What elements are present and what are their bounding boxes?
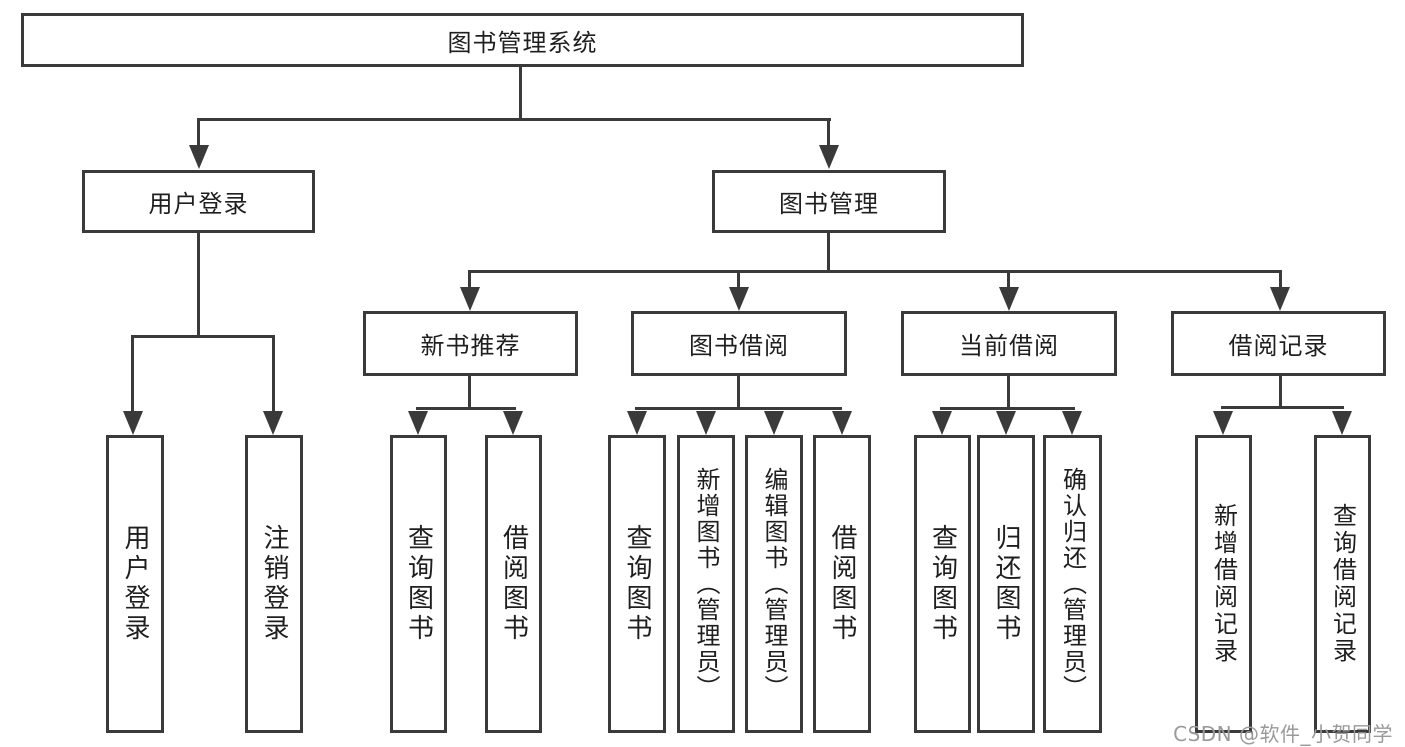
leaf-user-login: 用户登录 bbox=[106, 435, 164, 733]
connector-user-login-trunk bbox=[197, 233, 200, 337]
leaf-add-borrow-record: 新增借阅记录 bbox=[1195, 435, 1252, 733]
leaf-confirm-return-admin: 确认归还（管理员） bbox=[1043, 435, 1102, 733]
connector-level2-bus bbox=[197, 118, 831, 121]
connector-new-book-trunk bbox=[468, 376, 471, 409]
connector-current-borrow-trunk bbox=[1007, 376, 1010, 409]
connector-drop-user-login bbox=[197, 118, 200, 148]
arrowhead-borrow-records bbox=[1270, 287, 1290, 311]
arrowhead-borrow-books-1 bbox=[503, 411, 523, 435]
node-user-login: 用户登录 bbox=[82, 170, 315, 233]
connector-new-book-bus bbox=[416, 407, 516, 410]
node-new-book-recommend: 新书推荐 bbox=[363, 311, 578, 376]
leaf-query-books-3: 查询图书 bbox=[914, 435, 971, 733]
arrowhead-return-books bbox=[996, 411, 1016, 435]
leaf-logout: 注销登录 bbox=[245, 435, 303, 733]
leaf-edit-book-admin: 编辑图书（管理员） bbox=[745, 435, 803, 733]
arrowhead-user-login bbox=[189, 145, 209, 169]
connector-drop-book-management bbox=[827, 118, 830, 148]
connector-drop-current-borrow bbox=[1007, 270, 1010, 290]
connector-borrow-records-bus bbox=[1221, 406, 1344, 409]
leaf-add-book-admin: 新增图书（管理员） bbox=[677, 435, 735, 733]
node-borrow-records: 借阅记录 bbox=[1171, 311, 1386, 376]
leaf-return-books: 归还图书 bbox=[977, 435, 1035, 733]
arrowhead-add-borrow-record bbox=[1213, 411, 1233, 435]
arrowhead-add-book bbox=[696, 411, 716, 435]
connector-level3-bus bbox=[468, 270, 1282, 273]
connector-borrow-records-trunk bbox=[1279, 376, 1282, 408]
arrowhead-query-borrow-record bbox=[1332, 411, 1352, 435]
watermark: CSDN @软件_小贺同学 bbox=[1173, 722, 1393, 746]
node-book-management: 图书管理 bbox=[712, 170, 946, 233]
connector-root-trunk bbox=[519, 67, 522, 120]
leaf-borrow-books-1: 借阅图书 bbox=[485, 435, 542, 733]
connector-drop-book-borrow bbox=[737, 270, 740, 290]
connector-drop-new-book bbox=[468, 270, 471, 290]
arrowhead-query-books-2 bbox=[627, 411, 647, 435]
arrowhead-new-book bbox=[460, 287, 480, 311]
node-book-borrow: 图书借阅 bbox=[631, 311, 847, 376]
connector-book-borrow-trunk bbox=[737, 376, 740, 409]
connector-book-borrow-bus bbox=[635, 407, 842, 410]
node-current-borrow: 当前借阅 bbox=[901, 311, 1117, 376]
connector-drop-leaf-login bbox=[131, 335, 134, 411]
arrowhead-query-books-1 bbox=[408, 411, 428, 435]
arrowhead-current-borrow bbox=[999, 287, 1019, 311]
node-root: 图书管理系统 bbox=[21, 13, 1024, 67]
connector-current-borrow-bus bbox=[940, 407, 1075, 410]
leaf-query-books-1: 查询图书 bbox=[390, 435, 447, 733]
connector-user-login-bus bbox=[131, 335, 275, 338]
arrowhead-edit-book bbox=[764, 411, 784, 435]
arrowhead-book-borrow bbox=[729, 287, 749, 311]
arrowhead-borrow-books-2 bbox=[832, 411, 852, 435]
arrowhead-leaf-logout bbox=[263, 411, 283, 435]
leaf-query-borrow-record: 查询借阅记录 bbox=[1314, 435, 1371, 733]
leaf-query-books-2: 查询图书 bbox=[608, 435, 666, 733]
connector-drop-leaf-logout bbox=[272, 335, 275, 411]
arrowhead-confirm-return bbox=[1062, 411, 1082, 435]
connector-drop-borrow-records bbox=[1279, 270, 1282, 290]
leaf-borrow-books-2: 借阅图书 bbox=[813, 435, 871, 733]
arrowhead-book-management bbox=[819, 145, 839, 169]
arrowhead-leaf-login bbox=[123, 411, 143, 435]
connector-book-management-trunk bbox=[827, 233, 830, 272]
arrowhead-query-books-3 bbox=[932, 411, 952, 435]
